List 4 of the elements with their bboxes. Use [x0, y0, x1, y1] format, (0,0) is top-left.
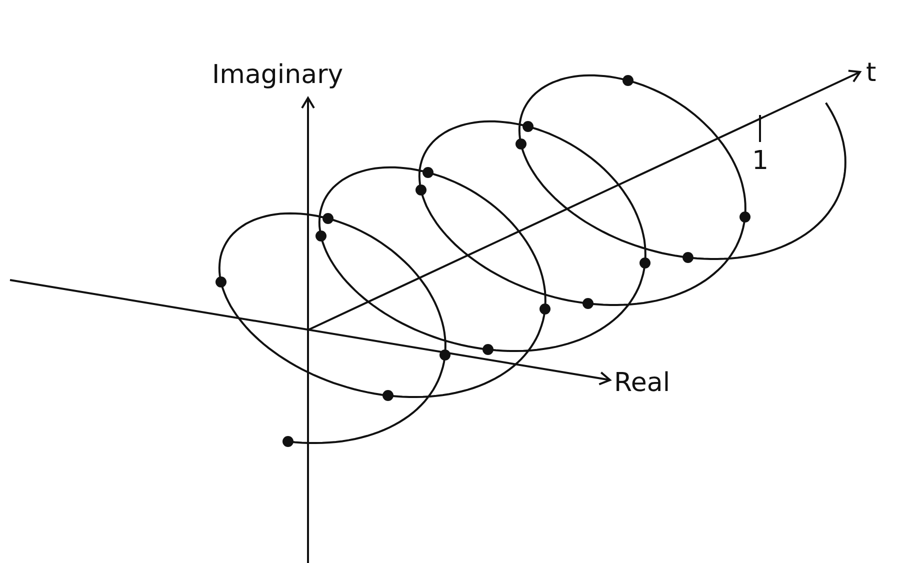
- axis-label: t: [866, 60, 876, 86]
- axis-label: Real: [614, 370, 670, 396]
- tick-label: 1: [752, 148, 769, 174]
- axis-label: Imaginary: [212, 62, 344, 88]
